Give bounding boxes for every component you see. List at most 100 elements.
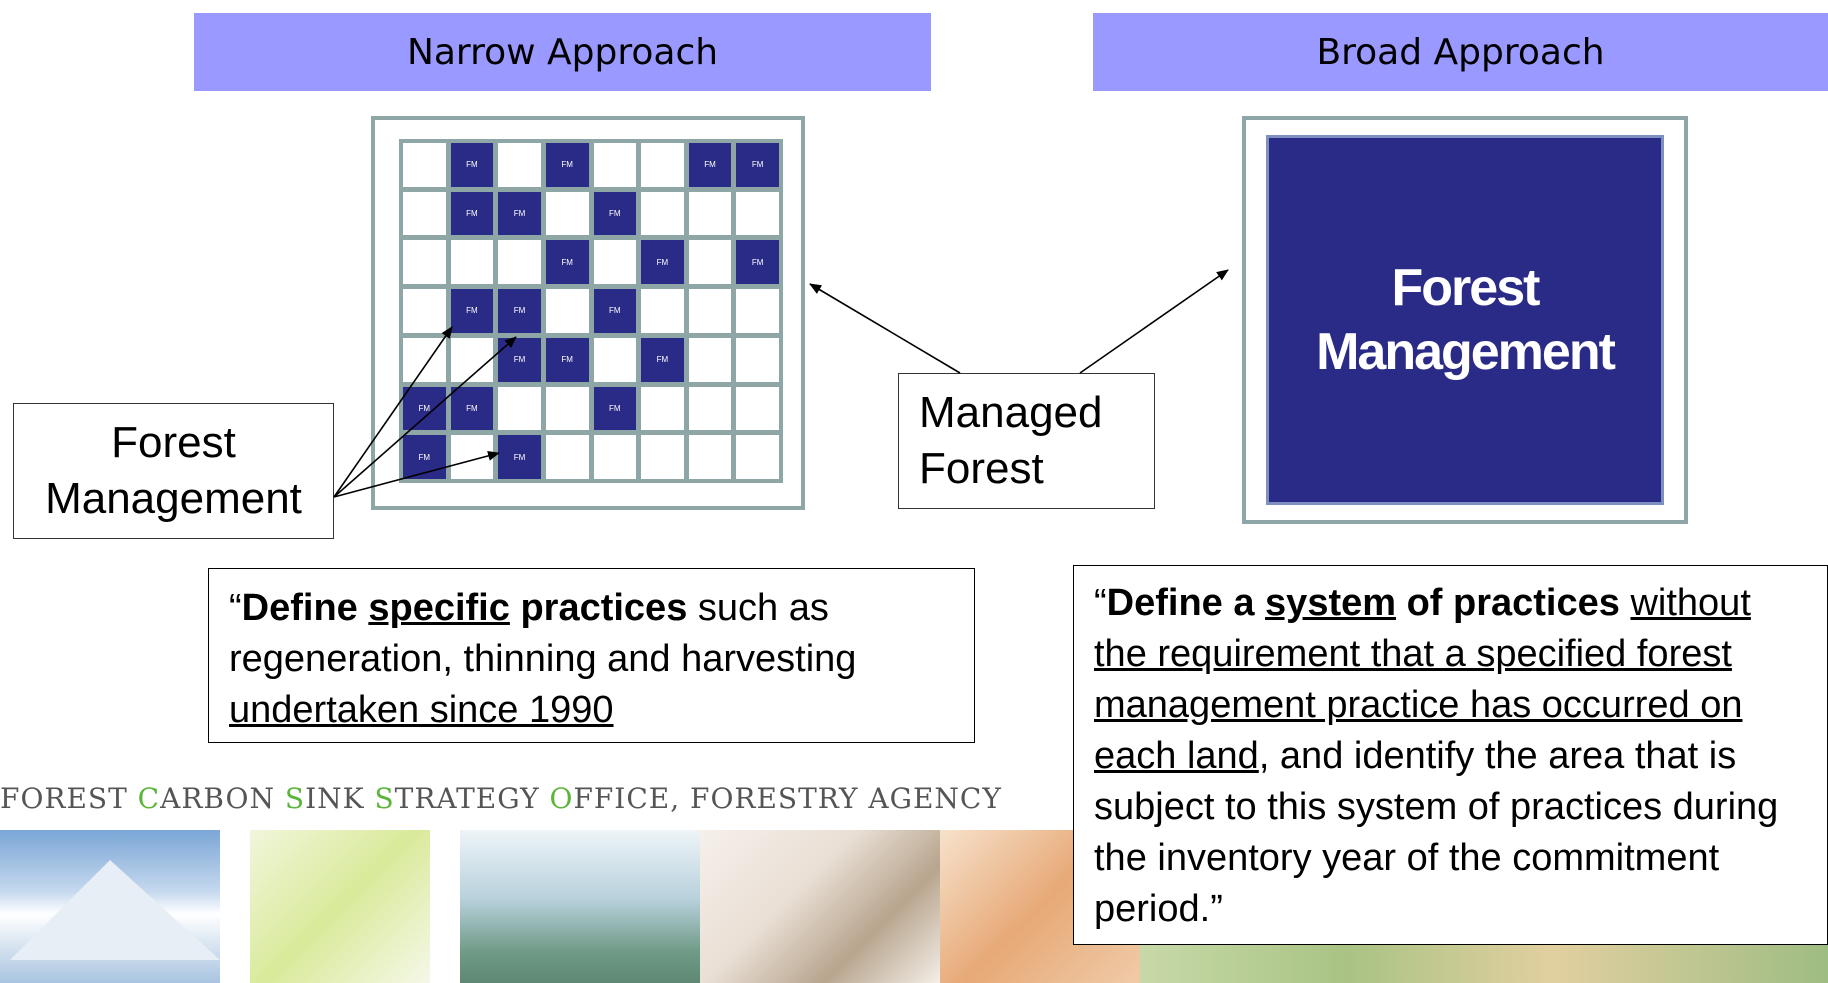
fm-cell: FM bbox=[641, 240, 684, 285]
fm-cell: FM bbox=[641, 337, 684, 382]
grid-cell bbox=[498, 240, 541, 285]
arrow-managed-to-narrow bbox=[809, 283, 961, 374]
grid-cell bbox=[688, 386, 732, 431]
grid-cell bbox=[403, 337, 446, 382]
quote-bold-text: practices bbox=[509, 587, 688, 629]
fm-cell: FM bbox=[736, 143, 779, 187]
managed-forest-label: Managed Forest bbox=[898, 373, 1155, 509]
grid-cell bbox=[688, 240, 732, 285]
quote-open-mark: “ bbox=[1094, 582, 1107, 624]
grid-cell bbox=[498, 386, 541, 431]
narrow-definition-quote: “Define specific practices such as regen… bbox=[208, 568, 975, 743]
grid-cell bbox=[641, 143, 684, 187]
broad-definition-quote: “Define a system of practices without th… bbox=[1073, 565, 1828, 945]
broad-forest-management-block: Forest Management bbox=[1266, 135, 1664, 505]
quote-underlined-bold-text: specific bbox=[368, 587, 510, 629]
fm-cell: FM bbox=[403, 386, 446, 431]
grid-cell bbox=[450, 435, 494, 479]
footer-text-part: C bbox=[137, 782, 161, 815]
broad-approach-header: Broad Approach bbox=[1093, 13, 1828, 91]
grid-cell bbox=[450, 337, 494, 382]
grid-cell bbox=[593, 435, 637, 479]
broad-block-line1: Forest bbox=[1391, 259, 1541, 317]
broad-frame: Forest Management bbox=[1242, 116, 1688, 524]
grid-cell bbox=[403, 289, 446, 333]
leaves-photo bbox=[250, 830, 430, 983]
narrow-approach-header: Narrow Approach bbox=[194, 13, 931, 91]
fm-cell: FM bbox=[545, 337, 589, 382]
fm-cell: FM bbox=[498, 337, 541, 382]
grid-cell bbox=[545, 386, 589, 431]
footer-text-part: FFICE, FORESTRY AGENCY bbox=[573, 782, 1002, 815]
grid-cell bbox=[688, 435, 732, 479]
fm-cell: FM bbox=[545, 143, 589, 187]
grid-cell bbox=[403, 240, 446, 285]
fm-cell: FM bbox=[450, 191, 494, 236]
footer-text-part: OREST bbox=[20, 782, 138, 815]
managed-forest-label-line1: Managed bbox=[919, 388, 1103, 437]
footer-text-part: S bbox=[284, 782, 306, 815]
forest-management-label-line1: Forest bbox=[111, 418, 236, 467]
footer-text-part: F bbox=[0, 782, 21, 815]
agency-footer-text: FOREST CARBON SINK STRATEGY OFFICE, FORE… bbox=[0, 782, 1002, 815]
managed-forest-label-line2: Forest bbox=[919, 444, 1044, 493]
mount-fuji-photo bbox=[0, 830, 220, 983]
fm-cell: FM bbox=[593, 289, 637, 333]
bamboo-photo bbox=[1140, 940, 1828, 983]
fm-cell: FM bbox=[593, 386, 637, 431]
fm-cell: FM bbox=[450, 386, 494, 431]
cherry-blossom-photo bbox=[700, 830, 940, 983]
quote-text: , and identify the area that is subject … bbox=[1094, 735, 1779, 930]
fm-cell: FM bbox=[688, 143, 732, 187]
grid-cell bbox=[641, 191, 684, 236]
quote-underlined-text: without the requirement that a specified… bbox=[1094, 582, 1751, 777]
footer-text-part: INK bbox=[305, 782, 375, 815]
grid-cell bbox=[641, 435, 684, 479]
grid-cell bbox=[545, 289, 589, 333]
grid-cell bbox=[641, 386, 684, 431]
fm-cell: FM bbox=[450, 289, 494, 333]
grid-cell bbox=[688, 337, 732, 382]
grid-cell bbox=[545, 435, 589, 479]
quote-open-mark: “ bbox=[229, 587, 242, 629]
grid-cell bbox=[736, 386, 779, 431]
arrow-managed-to-broad bbox=[1079, 269, 1229, 374]
fm-cell: FM bbox=[498, 191, 541, 236]
grid-cell bbox=[498, 143, 541, 187]
forest-hills-photo bbox=[460, 830, 700, 983]
fm-cell: FM bbox=[498, 435, 541, 479]
fm-cell: FM bbox=[498, 289, 541, 333]
grid-cell bbox=[736, 289, 779, 333]
quote-text: such as regeneration, thinning and harve… bbox=[229, 587, 857, 680]
fm-cell: FM bbox=[403, 435, 446, 479]
fm-cell: FM bbox=[450, 143, 494, 187]
footer-text-part: ARBON bbox=[160, 782, 285, 815]
quote-underlined-text: undertaken since 1990 bbox=[229, 689, 614, 731]
quote-bold-text: Define bbox=[241, 587, 369, 629]
grid-cell bbox=[593, 240, 637, 285]
forest-management-label-line2: Management bbox=[45, 474, 302, 523]
grid-cell bbox=[403, 191, 446, 236]
footer-text-part: O bbox=[549, 782, 574, 815]
grid-cell bbox=[450, 240, 494, 285]
grid-cell bbox=[736, 337, 779, 382]
quote-bold-text: of practices bbox=[1396, 582, 1620, 624]
grid-cell bbox=[593, 143, 637, 187]
grid-cell bbox=[641, 289, 684, 333]
footer-text-part: TRATEGY bbox=[394, 782, 550, 815]
grid-cell bbox=[545, 191, 589, 236]
forest-management-label: Forest Management bbox=[13, 403, 334, 539]
fm-cell: FM bbox=[736, 240, 779, 285]
fm-cell: FM bbox=[593, 191, 637, 236]
grid-cell bbox=[736, 191, 779, 236]
quote-text bbox=[1620, 582, 1631, 624]
quote-underlined-bold-text: system bbox=[1265, 582, 1397, 624]
grid-cell bbox=[688, 191, 732, 236]
fm-cell: FM bbox=[545, 240, 589, 285]
quote-bold-text: Define a bbox=[1106, 582, 1266, 624]
grid-cell bbox=[688, 289, 732, 333]
grid-cell bbox=[593, 337, 637, 382]
grid-cell bbox=[403, 143, 446, 187]
